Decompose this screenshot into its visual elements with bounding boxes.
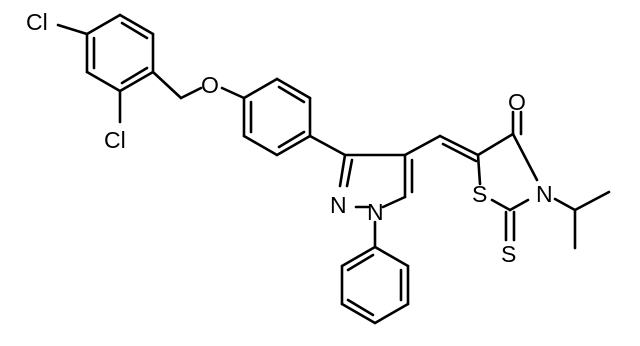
thiazolidinone-ring [476, 132, 539, 212]
atom-ring-s: S [472, 181, 487, 207]
pyrazole-ring [338, 153, 414, 209]
atom-thione-s: S [501, 241, 516, 267]
atom-pyrazole-n1: N [367, 199, 384, 225]
bond-ch-me1 [573, 190, 611, 212]
dichlorophenyl-ring [85, 13, 155, 93]
bond-ch-c5 [438, 134, 480, 157]
atom-cl-top: Cl [26, 9, 48, 35]
atom-ether-o: O [201, 72, 219, 98]
atom-carbonyl-o: O [508, 89, 526, 115]
bond-pyrazole-ch [403, 134, 442, 157]
atom-pyrazole-n2: N [330, 192, 347, 218]
bond-c-cl-top [56, 23, 89, 36]
bond-n-ch [553, 197, 577, 212]
bond-ch-c5-double [441, 142, 478, 163]
phenylene-ring [242, 77, 312, 157]
atom-ring-n: N [536, 181, 553, 207]
bond-o-aryl [220, 86, 246, 100]
bond-ring-ch2 [151, 70, 183, 100]
atom-cl-ortho: Cl [104, 127, 126, 153]
n-phenyl-ring [340, 245, 410, 325]
bond-phenylene-pyrazole [308, 134, 347, 157]
bond-ch2-o [179, 86, 203, 100]
